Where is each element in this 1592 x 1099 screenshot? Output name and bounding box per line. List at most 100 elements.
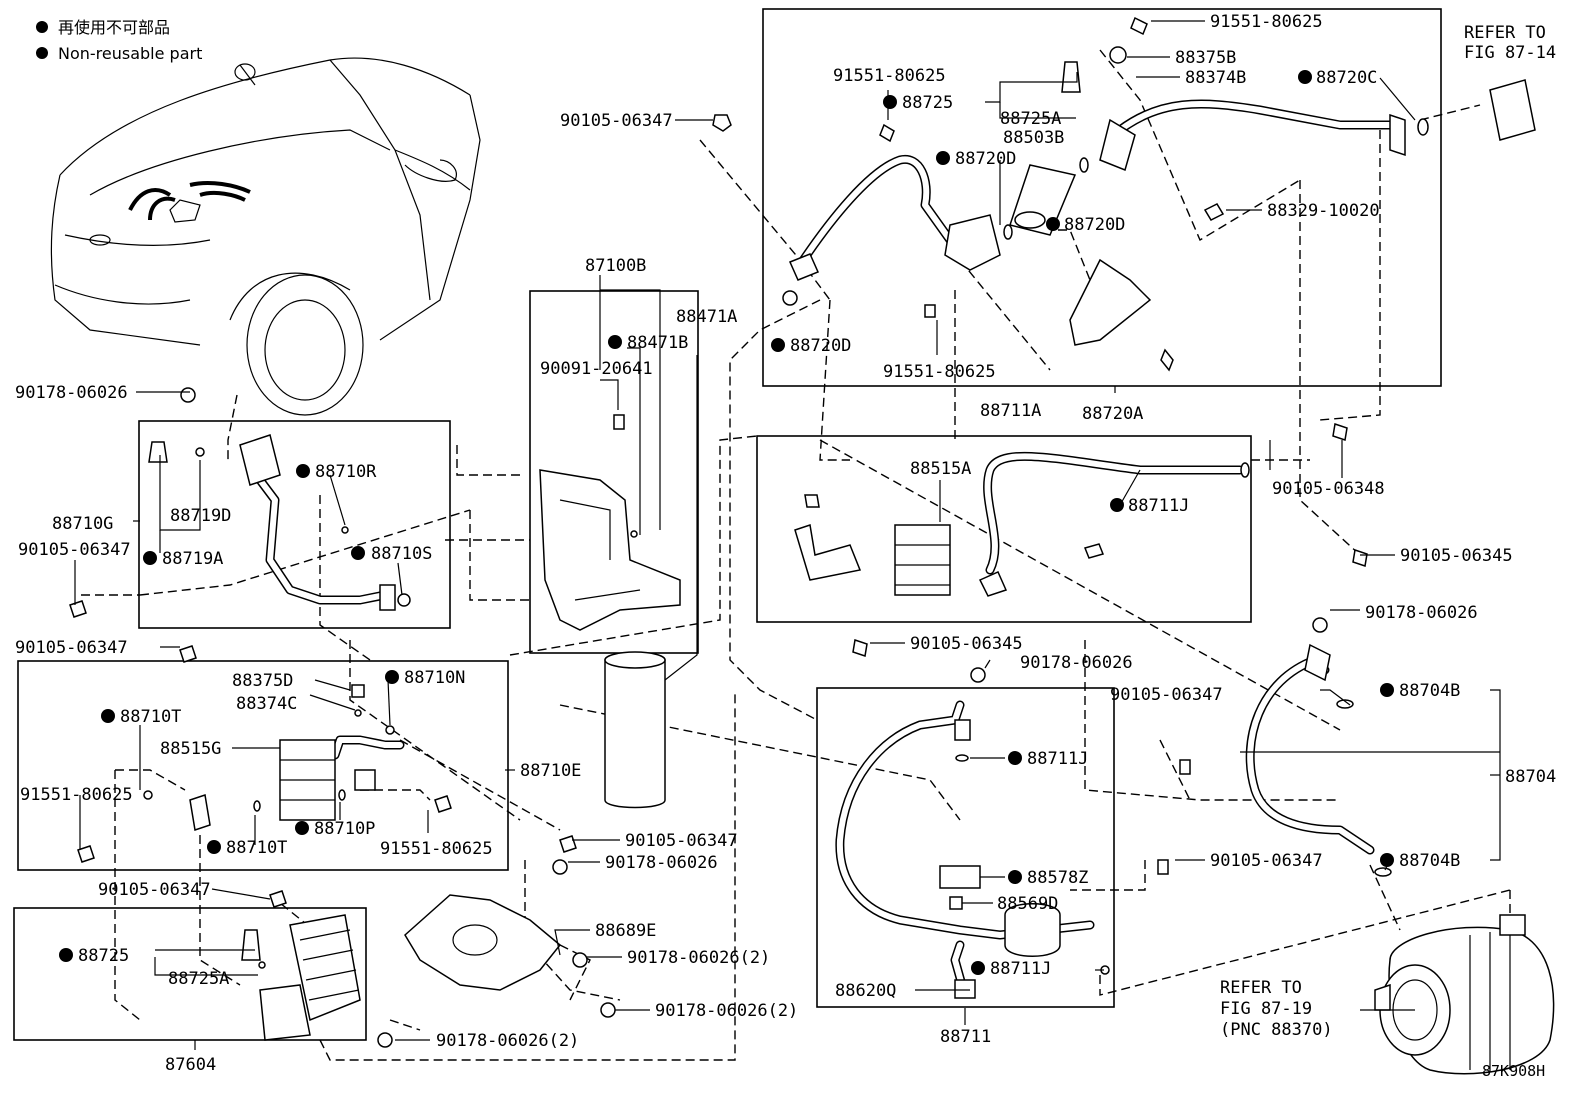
bolt-90105-06347-a-icon bbox=[712, 114, 732, 132]
ref-87-19-line1: REFER TO bbox=[1220, 978, 1302, 998]
box-88711A bbox=[756, 435, 1252, 623]
label-88578Z-icon bbox=[939, 865, 981, 889]
bolt-90091-20641-icon bbox=[613, 414, 625, 430]
label-88710E: 88710E bbox=[520, 761, 581, 781]
bolt-90105-06345-a-icon bbox=[1352, 549, 1368, 567]
label-90105-06345-b: 90105-06345 bbox=[910, 634, 1023, 654]
group-88711A-parts bbox=[794, 423, 1368, 657]
label-88578Z: 88578Z bbox=[1027, 868, 1088, 888]
label-88710R: 88710R bbox=[315, 462, 377, 482]
label-88620Q: 88620Q bbox=[835, 981, 896, 1001]
nut-90178-06026-f-icon bbox=[600, 1002, 616, 1018]
nut-90178-06026-g-icon bbox=[377, 1032, 393, 1048]
dot-88710T-b bbox=[207, 840, 221, 854]
label-90105-06347-b: 90105-06347 bbox=[18, 540, 131, 560]
bolt-91551-80625-d-icon bbox=[77, 845, 95, 863]
label-90105-06347-d: 90105-06347 bbox=[625, 831, 738, 851]
group-88710G-parts bbox=[69, 387, 411, 663]
label-88374B: 88374B bbox=[1185, 68, 1246, 88]
label-88374C: 88374C bbox=[236, 694, 297, 714]
legend-text-jp: 再使用不可部品 bbox=[58, 18, 170, 37]
bolt-90105-06347-g-icon bbox=[1157, 859, 1169, 875]
dot-88471B bbox=[608, 335, 622, 349]
box-88720A bbox=[762, 8, 1442, 387]
label-88725A-top: 88725A bbox=[1000, 109, 1061, 129]
oring-88710T-b-icon bbox=[253, 800, 261, 812]
bolt-90105-06347-c-icon bbox=[179, 645, 197, 663]
group-88720A-parts bbox=[782, 16, 1536, 372]
label-88704: 88704 bbox=[1505, 767, 1556, 787]
ref-87-19-line3: (PNC 88370) bbox=[1220, 1020, 1333, 1040]
dot-88720C bbox=[1298, 70, 1312, 84]
label-90178-06026-e: 90178-06026(2) bbox=[627, 948, 770, 968]
label-88711J-b: 88711J bbox=[1027, 749, 1088, 769]
dot-88710P bbox=[295, 821, 309, 835]
dashed-connections bbox=[81, 49, 1511, 1061]
dot-88711J-a bbox=[1110, 498, 1124, 512]
bracket-88720A-icon bbox=[1069, 258, 1152, 346]
label-88711J-a: 88711J bbox=[1128, 496, 1189, 516]
nut-90178-06026-e-icon bbox=[572, 952, 588, 968]
label-88515G: 88515G bbox=[160, 739, 221, 759]
figure-code: 87K908H bbox=[1482, 1062, 1545, 1080]
oring-88710S-icon bbox=[397, 593, 411, 607]
label-90091-20641: 90091-20641 bbox=[540, 359, 653, 379]
valve-88719D-icon bbox=[148, 441, 168, 463]
bolt-91551-80625-b-icon bbox=[879, 123, 895, 143]
label-88711A: 88711A bbox=[980, 401, 1041, 421]
bolt-90105-06345-b-icon bbox=[852, 639, 868, 657]
label-90178-06026-f: 90178-06026(2) bbox=[655, 1001, 798, 1021]
label-88704B-a: 88704B bbox=[1399, 681, 1460, 701]
label-88711: 88711 bbox=[940, 1027, 991, 1047]
dot-88720D-b bbox=[1046, 217, 1060, 231]
box-87604 bbox=[13, 907, 367, 1041]
group-88689E-parts bbox=[404, 894, 616, 1018]
label-90105-06347-f: 90105-06347 bbox=[1110, 685, 1223, 705]
oring-88704B-b-icon bbox=[1374, 867, 1392, 877]
label-88515A: 88515A bbox=[910, 459, 971, 479]
nut-90178-06026-d-icon bbox=[552, 859, 568, 875]
label-88569D: 88569D bbox=[997, 894, 1058, 914]
label-88720D-c: 88720D bbox=[790, 336, 851, 356]
label-88704B-b: 88704B bbox=[1399, 851, 1460, 871]
label-88710T-b: 88710T bbox=[226, 838, 287, 858]
oring-88710N-icon bbox=[385, 725, 395, 735]
label-88710G: 88710G bbox=[52, 514, 113, 534]
label-88719A: 88719A bbox=[162, 549, 223, 569]
group-87100B-parts bbox=[539, 114, 732, 809]
label-87604: 87604 bbox=[165, 1055, 216, 1075]
dot-88711J-b bbox=[1008, 751, 1022, 765]
label-90105-06347-c: 90105-06347 bbox=[15, 638, 128, 658]
label-88725-top: 88725 bbox=[902, 93, 953, 113]
nut-90178-06026-b-icon bbox=[1312, 617, 1328, 633]
bolt-88711A-a-icon bbox=[804, 494, 820, 508]
receiver-tank-icon bbox=[604, 651, 666, 809]
clamp-88711A-icon bbox=[794, 524, 862, 581]
nut-90178-06026-c-icon bbox=[970, 667, 986, 683]
group-88704-parts bbox=[1245, 617, 1392, 877]
expansion-valve-icon bbox=[1489, 79, 1536, 141]
oring-88710T-a-icon bbox=[143, 790, 153, 800]
dot-88710S bbox=[351, 546, 365, 560]
dot-88720D-c bbox=[771, 338, 785, 352]
cap-88375B-icon bbox=[1109, 46, 1127, 64]
nut-90178-06026-a-icon bbox=[180, 387, 196, 403]
reference-notes: REFER TO FIG 87-14 REFER TO FIG 87-19 (P… bbox=[1220, 23, 1556, 1080]
label-88375B: 88375B bbox=[1175, 48, 1236, 68]
bolt-90105-06347-e-icon bbox=[269, 890, 287, 908]
ref-87-19-line2: FIG 87-19 bbox=[1220, 999, 1312, 1019]
bolt-90105-06347-d-icon bbox=[559, 835, 577, 853]
label-88710P: 88710P bbox=[314, 819, 375, 839]
box-88711 bbox=[816, 687, 1115, 1008]
bolt-91551-80625-a-icon bbox=[1130, 16, 1148, 36]
bolt-90105-06347-f-icon bbox=[1179, 759, 1191, 775]
part-labels: 91551-80625 88375B 88374B 88720C 91551-8… bbox=[15, 12, 1556, 1075]
bolt-88329-10020-icon bbox=[1203, 203, 1225, 221]
oring-88704B-a-icon bbox=[1336, 699, 1354, 709]
label-88719D: 88719D bbox=[170, 506, 231, 526]
label-88720C: 88720C bbox=[1316, 68, 1377, 88]
label-90105-06345-a: 90105-06345 bbox=[1400, 546, 1513, 566]
dot-88725-bot bbox=[59, 948, 73, 962]
bolt-88711A-b-icon bbox=[1083, 543, 1105, 559]
